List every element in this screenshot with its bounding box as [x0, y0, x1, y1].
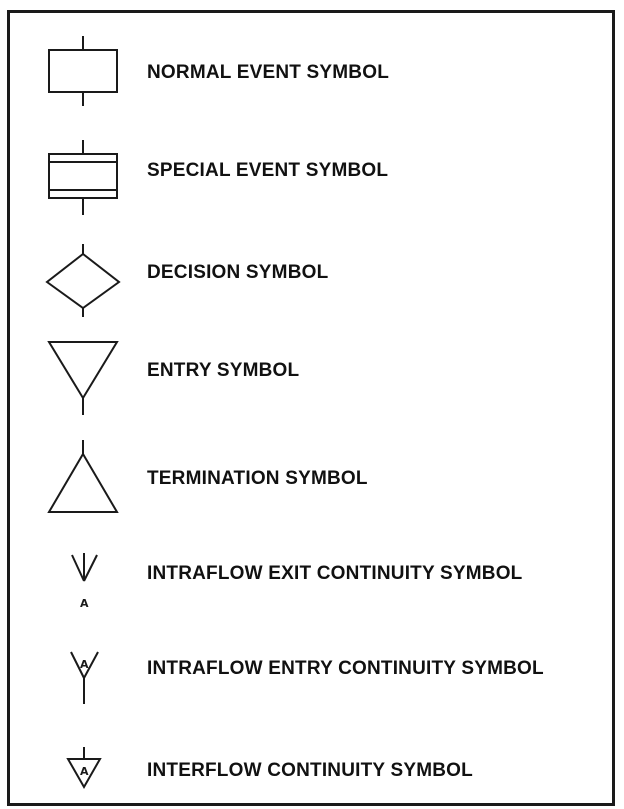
intraflow-exit-continuity-icon: A [71, 553, 98, 610]
interflow-letter: A [80, 765, 89, 778]
entry-symbol-icon [47, 341, 119, 415]
interflow-continuity-icon: A [66, 747, 102, 790]
normal-event-symbol-icon [48, 36, 118, 106]
legend-label-entry: ENTRY SYMBOL [147, 360, 300, 381]
intraflow-exit-letter: A [80, 597, 89, 610]
legend-label-intraflow-entry: INTRAFLOW ENTRY CONTINUITY SYMBOL [147, 658, 544, 679]
termination-symbol-icon [47, 440, 119, 513]
intraflow-entry-continuity-icon: A [70, 651, 99, 704]
legend-label-decision: DECISION SYMBOL [147, 262, 329, 283]
intraflow-entry-letter: A [80, 658, 89, 671]
special-event-symbol-icon [48, 140, 118, 215]
legend-label-interflow: INTERFLOW CONTINUITY SYMBOL [147, 760, 473, 781]
legend-frame [7, 10, 615, 806]
legend-label-special-event: SPECIAL EVENT SYMBOL [147, 160, 389, 181]
legend-label-normal-event: NORMAL EVENT SYMBOL [147, 62, 390, 83]
legend-label-termination: TERMINATION SYMBOL [147, 468, 368, 489]
legend-label-intraflow-exit: INTRAFLOW EXIT CONTINUITY SYMBOL [147, 563, 523, 584]
decision-symbol-icon [45, 244, 121, 317]
